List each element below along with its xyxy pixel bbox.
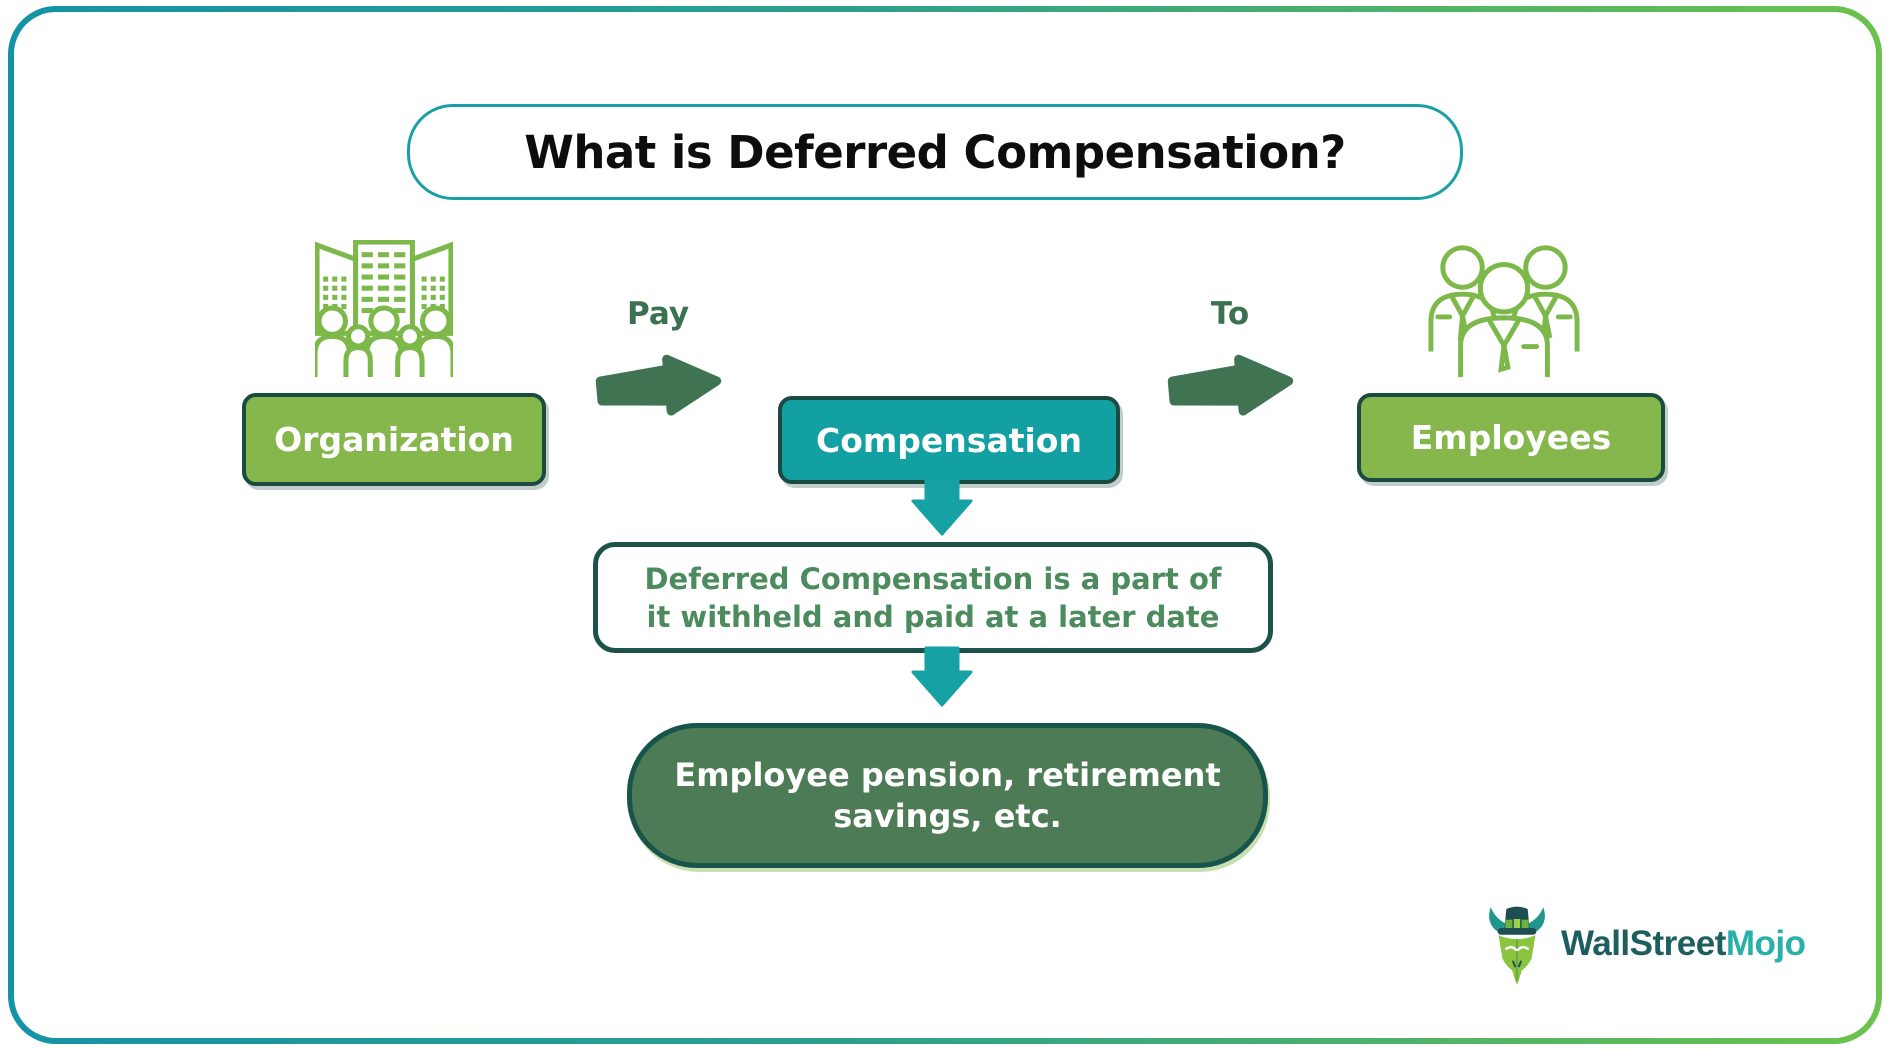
compensation-node: Compensation <box>778 396 1120 484</box>
brand-name-primary: WallStreet <box>1561 924 1726 963</box>
brand-logo: WallStreetMojo <box>1483 901 1806 987</box>
title-box: What is Deferred Compensation? <box>407 104 1463 200</box>
brand-logo-text: WallStreetMojo <box>1561 924 1806 964</box>
deferred-note-box: Deferred Compensation is a part of it wi… <box>593 542 1273 653</box>
result-line1: Employee pension, retirement <box>674 755 1221 794</box>
brand-name-secondary: Mojo <box>1725 924 1806 963</box>
result-line2: savings, etc. <box>833 796 1062 835</box>
employees-label: Employees <box>1410 418 1612 457</box>
organization-label: Organization <box>274 420 514 459</box>
deferred-note-line2: it withheld and paid at a later date <box>646 599 1220 634</box>
organization-buildings-people-icon <box>315 240 453 377</box>
to-right-arrow-icon <box>1167 354 1294 416</box>
to-label: To <box>1210 296 1250 332</box>
organization-node: Organization <box>242 393 546 486</box>
wallstreetmojo-bull-icon <box>1489 906 1545 984</box>
employees-group-icon <box>1428 245 1580 378</box>
employees-node: Employees <box>1357 393 1665 482</box>
pay-label: Pay <box>626 296 690 332</box>
compensation-label: Compensation <box>816 420 1082 460</box>
down-arrow-icon <box>911 646 973 707</box>
down-arrow-icon <box>911 478 973 536</box>
deferred-note-line1: Deferred Compensation is a part of <box>644 561 1222 596</box>
result-pill: Employee pension, retirement savings, et… <box>627 723 1268 868</box>
page-title: What is Deferred Compensation? <box>524 125 1346 179</box>
pay-right-arrow-icon <box>595 354 722 416</box>
